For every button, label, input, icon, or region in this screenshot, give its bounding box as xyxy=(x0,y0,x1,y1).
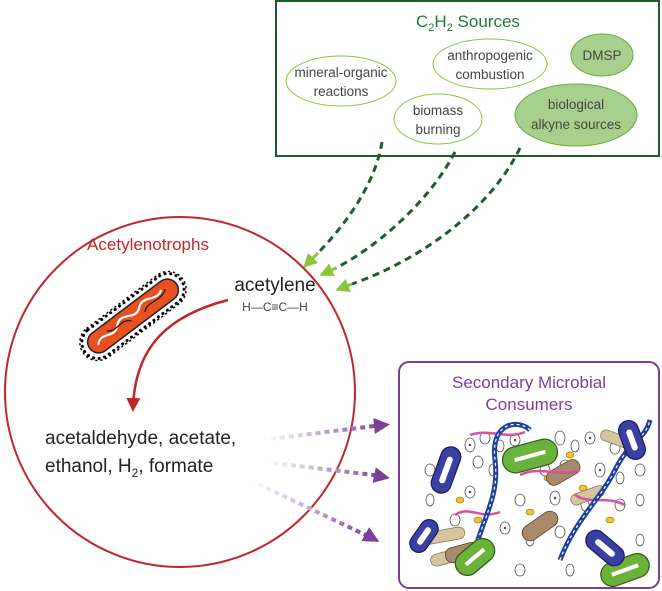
arrow-head-1 xyxy=(303,251,320,268)
green-rod-cells xyxy=(454,438,650,588)
dmsp-ellipse xyxy=(570,33,634,77)
mineral-organic-label-2: reactions xyxy=(314,84,369,99)
products-line-1: acetaldehyde, acetate, xyxy=(45,428,236,449)
mineral-organic-label-1: mineral-organic xyxy=(294,65,387,80)
sources-title: C2H2 Sources xyxy=(416,12,520,34)
arrow-products-3 xyxy=(249,478,373,540)
arrow-head-3 xyxy=(335,278,353,292)
mineral-organic-ellipse xyxy=(285,55,397,107)
biomass-ellipse xyxy=(393,93,483,145)
blue-spiral-filaments xyxy=(467,419,653,571)
arrow-mineral-to-acetylene xyxy=(316,141,384,255)
biological-alkyne-label-1: biological xyxy=(548,97,604,112)
conversion-arrow xyxy=(126,298,229,412)
dmsp-label: DMSP xyxy=(582,48,621,63)
biomass-label-2: burning xyxy=(415,122,460,137)
consumers-box: Secondary Microbial Consumers xyxy=(398,361,660,589)
anthropogenic-ellipse xyxy=(432,38,548,90)
bacterium-icon xyxy=(79,270,187,362)
sources-box: C2H2 Sources mineral-organic reactions a… xyxy=(275,0,660,157)
acetylenotrophs-group: Acetylenotrophs acetylene H—C≡C—H acetal… xyxy=(4,216,356,568)
biological-alkyne-ellipse xyxy=(514,83,638,147)
acetylenotrophs-title: Acetylenotrophs xyxy=(87,235,209,254)
anthropogenic-label-2: combustion xyxy=(455,67,524,82)
blue-capsule-cells xyxy=(409,420,647,567)
acetylene-label: acetylene xyxy=(234,275,315,296)
acetylenotrophs-circle xyxy=(4,216,356,568)
arrow-biomass-to-acetylene xyxy=(335,151,457,270)
consumers-title-1: Secondary Microbial xyxy=(452,373,606,392)
arrow-products-2 xyxy=(263,460,383,478)
products-line-2: ethanol, H2, formate xyxy=(45,456,213,480)
biomass-label-1: biomass xyxy=(413,103,464,118)
arrow-biological-to-acetylene xyxy=(351,147,522,286)
arrow-products-1 xyxy=(261,423,383,442)
arrow-head-2 xyxy=(319,263,337,277)
biological-alkyne-label-2: alkyne sources xyxy=(531,117,621,132)
consumers-title-2: Consumers xyxy=(486,395,573,414)
microbial-community-illustration xyxy=(409,419,653,588)
source-arrows xyxy=(303,141,522,292)
anthropogenic-label-1: anthropogenic xyxy=(447,48,533,63)
product-arrows xyxy=(249,418,390,542)
acetylene-formula: H—C≡C—H xyxy=(242,300,308,314)
